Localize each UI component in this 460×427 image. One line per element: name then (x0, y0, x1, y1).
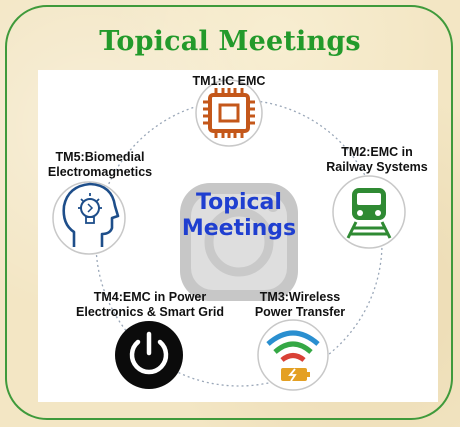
center-line-1: Topical (196, 190, 282, 215)
tm3-label: TM3:Wireless Power Transfer (250, 290, 350, 320)
tm4-label: TM4:EMC in Power Electronics & Smart Gri… (75, 290, 225, 320)
rounded-frame (5, 5, 453, 420)
head-lightbulb-icon (52, 181, 126, 255)
page-title: Topical Meetings (99, 26, 361, 57)
center-title: Topical Meetings (179, 190, 299, 242)
tm5-label: TM5:Biomedial Electromagnetics (40, 150, 160, 180)
center-line-2: Meetings (181, 216, 297, 241)
tm2-label: TM2:EMC in Railway Systems (322, 145, 432, 175)
tm4-label-line-2: Electronics & Smart Grid (76, 305, 224, 319)
center-logo-icon (180, 183, 298, 301)
tm1-label: TM1:IC EMC (192, 74, 266, 88)
wireless-charging-icon (257, 319, 329, 391)
tm3-label-line-1: TM3:Wireless (259, 290, 341, 304)
tm5-label-line-1: TM5:Biomedial (55, 150, 145, 164)
train-icon (332, 175, 406, 249)
tm4-label-line-1: TM4:EMC in Power (93, 290, 207, 304)
power-button-icon (115, 321, 183, 389)
chip-icon (195, 79, 263, 147)
tm2-label-line-1: TM2:EMC in (341, 145, 413, 159)
tm3-label-line-2: Power Transfer (254, 305, 346, 319)
tm2-label-line-2: Railway Systems (326, 160, 428, 174)
tm5-label-line-2: Electromagnetics (47, 165, 153, 179)
